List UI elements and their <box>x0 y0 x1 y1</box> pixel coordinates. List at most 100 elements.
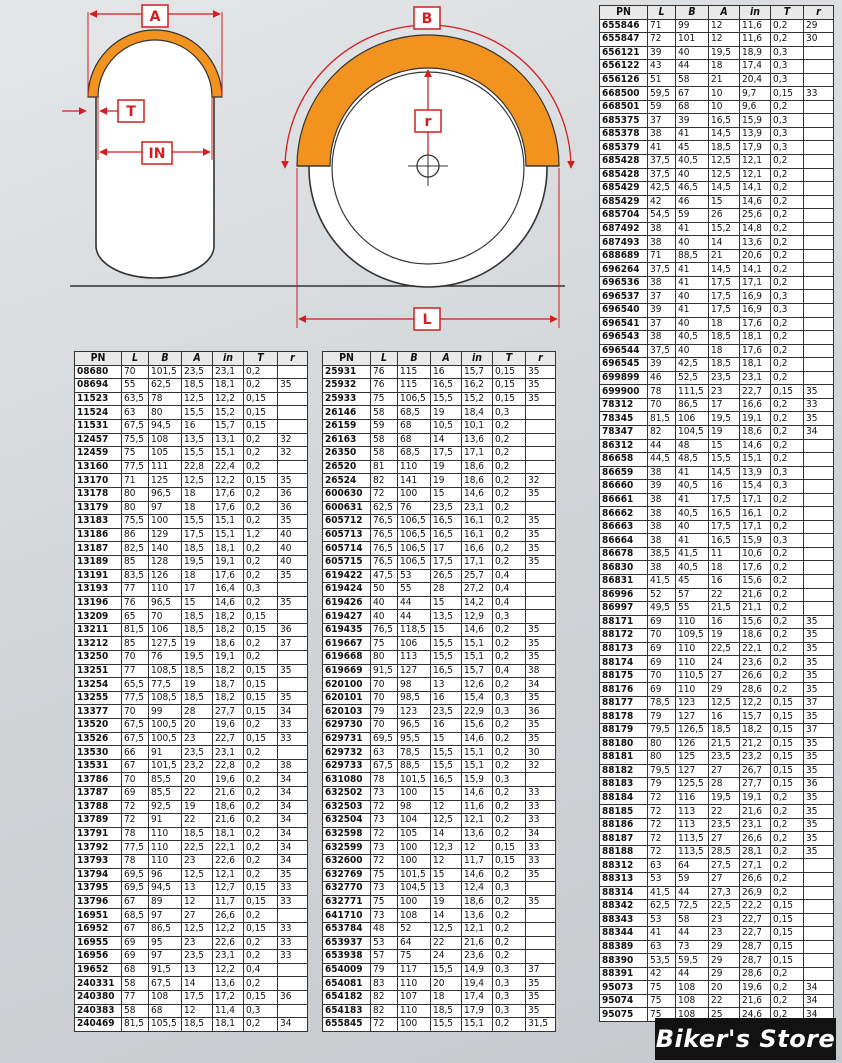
table-cell <box>803 858 834 873</box>
table-cell: 22 <box>181 813 213 828</box>
part-number-cell: 13193 <box>74 582 122 597</box>
table-cell: 16 <box>708 709 740 724</box>
table-cell <box>803 601 834 616</box>
table-cell: 49,5 <box>647 601 676 616</box>
table-cell: 35 <box>803 831 834 846</box>
table-cell: 0,3 <box>770 126 804 142</box>
table-cell: 18,5 <box>181 1017 213 1032</box>
table-cell: 68 <box>121 962 149 978</box>
table-cell: 0,3 <box>243 582 278 597</box>
table-cell: 22,5 <box>708 641 740 657</box>
table-cell: 0,15 <box>492 391 526 407</box>
table-cell: 110 <box>397 976 431 991</box>
table-cell: 73 <box>370 840 398 855</box>
table-cell: 29 <box>708 939 740 955</box>
table-cell: 13,6 <box>461 908 493 923</box>
table-cell <box>525 921 556 937</box>
table-cell: 15 <box>430 595 462 611</box>
table-cell: 55 <box>675 601 709 616</box>
part-number-cell: 13254 <box>74 677 122 692</box>
table-cell: 18,5 <box>708 140 740 155</box>
table-cell: 0,2 <box>243 636 278 652</box>
table-cell: 86,5 <box>675 397 709 413</box>
table-cell <box>525 405 556 420</box>
part-number-cell: 26520 <box>322 459 371 475</box>
part-number-cell: 88185 <box>599 804 648 819</box>
table-cell <box>803 519 834 535</box>
table-cell: 0,15 <box>243 622 278 638</box>
table-cell: 59 <box>675 872 709 887</box>
table-cell: 69 <box>647 655 676 670</box>
column-header: L <box>647 5 676 20</box>
part-number-cell: 88183 <box>599 777 648 792</box>
table-cell: 50 <box>370 582 398 597</box>
part-number-cell: 88172 <box>599 628 648 643</box>
part-number-cell: 25932 <box>322 378 371 393</box>
table-cell: 35 <box>803 709 834 724</box>
table-cell: 79 <box>647 709 676 724</box>
table-cell: 35 <box>525 731 556 747</box>
table-cell: 86 <box>121 527 149 543</box>
table-cell: 76 <box>397 500 431 516</box>
table-cell: 18,2 <box>212 622 244 638</box>
table-cell: 12,5 <box>181 921 213 937</box>
part-number-cell: 13255 <box>74 690 122 706</box>
side-tread-band <box>296 34 560 167</box>
table-cell: 40,5 <box>675 479 709 494</box>
table-cell: 12,5 <box>430 921 462 937</box>
table-cell <box>803 872 834 887</box>
table-cell: 22,4 <box>212 459 244 475</box>
table-cell: 16 <box>708 614 740 630</box>
table-cell: 13,5 <box>181 432 213 448</box>
table-cell: 68 <box>397 418 431 434</box>
table-cell: 108 <box>397 908 431 923</box>
table-cell: 24 <box>430 949 462 964</box>
table-cell: 75,5 <box>121 432 149 448</box>
part-number-cell: 13792 <box>74 840 122 855</box>
table-cell: 106 <box>675 411 709 426</box>
table-cell: 18,1 <box>212 378 244 393</box>
part-number-cell: 619426 <box>322 595 371 611</box>
table-cell: 80 <box>370 650 398 665</box>
table-cell: 12 <box>708 32 740 47</box>
table-cell: 35 <box>277 867 308 883</box>
table-cell: 70 <box>370 677 398 692</box>
table-cell: 0,2 <box>243 364 278 380</box>
table-cell: 0,15 <box>492 853 526 869</box>
table-cell: 58 <box>675 912 709 928</box>
table-cell: 0,2 <box>770 248 804 264</box>
table-cell: 41 <box>675 262 709 277</box>
table-cell: 15,1 <box>212 514 244 529</box>
table-cell: 36 <box>277 500 308 516</box>
table-cell: 125 <box>148 473 182 488</box>
table-cell: 17,5 <box>708 519 740 535</box>
table-cell: 26,9 <box>739 885 771 901</box>
table-cell: 40,5 <box>675 154 709 169</box>
table-cell: 59 <box>675 208 709 223</box>
table-cell: 52 <box>397 921 431 937</box>
part-number-cell: 08680 <box>74 364 122 380</box>
table-cell: 21,1 <box>739 601 771 616</box>
table-cell: 110 <box>148 853 182 869</box>
table-cell: 17,5 <box>708 275 740 291</box>
part-number-cell: 619668 <box>322 650 371 665</box>
table-cell: 0,2 <box>770 872 804 887</box>
table-cell: 12,1 <box>461 921 493 937</box>
table-cell: 33 <box>277 935 308 951</box>
table-cell: 101 <box>675 32 709 47</box>
table-cell: 15 <box>430 786 462 801</box>
table-cell: 23 <box>181 731 213 747</box>
table-cell: 16,5 <box>430 772 462 787</box>
